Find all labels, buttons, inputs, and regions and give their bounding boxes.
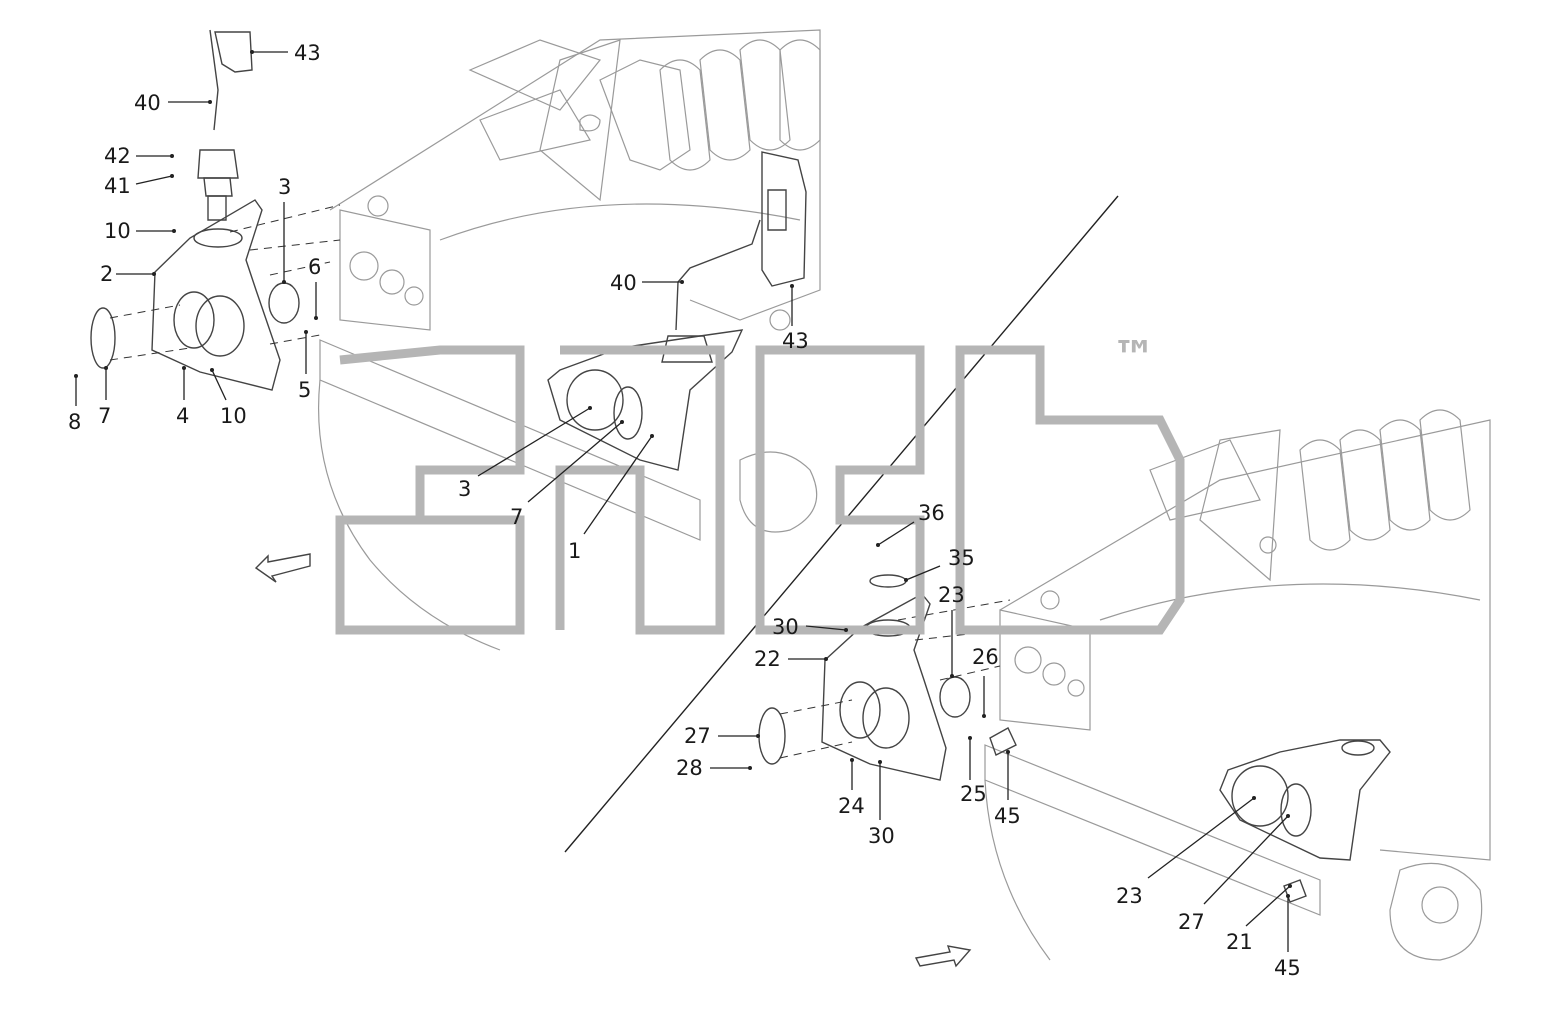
leader-head-c3b <box>588 406 592 410</box>
callout-label-c10a: 10 <box>104 219 131 243</box>
callout-label-c35: 35 <box>948 546 975 570</box>
leader-head-c27a <box>756 734 760 738</box>
middle-installed-assembly <box>547 151 807 471</box>
callout-label-c3a: 3 <box>278 175 291 199</box>
callout-label-c45b: 45 <box>1274 956 1301 980</box>
leader-head-c7b <box>620 420 624 424</box>
callout-label-c7a: 7 <box>98 404 111 428</box>
leader-head-c45a <box>1006 750 1010 754</box>
leader-line-c23b <box>1147 797 1255 879</box>
callout-label-c2: 2 <box>100 262 113 286</box>
callout-label-c23a: 23 <box>938 583 965 607</box>
leader-head-c27b <box>1286 814 1290 818</box>
leader-head-c8 <box>74 374 78 378</box>
callout-label-c43a: 43 <box>294 41 321 65</box>
leader-line-c35 <box>905 565 941 581</box>
right-installed-assembly <box>1219 739 1391 903</box>
callout-label-c30a: 30 <box>772 615 799 639</box>
leader-head-c25 <box>968 736 972 740</box>
leader-head-c10b <box>210 368 214 372</box>
callout-label-c41: 41 <box>104 174 131 198</box>
callout-label-c4: 4 <box>176 404 189 428</box>
callout-label-c26: 26 <box>972 645 999 669</box>
direction-arrow-left <box>254 553 311 583</box>
callout-label-c23b: 23 <box>1116 884 1143 908</box>
leader-line-c10b <box>211 369 227 401</box>
leader-head-c7a <box>104 366 108 370</box>
callout-label-c40a: 40 <box>134 91 161 115</box>
leader-line-c3b <box>477 407 591 477</box>
callout-label-c43b: 43 <box>782 329 809 353</box>
callout-label-c1: 1 <box>568 539 581 563</box>
direction-arrow-right <box>914 945 972 968</box>
leader-line-c30a <box>805 625 847 631</box>
leader-head-c41 <box>170 174 174 178</box>
leader-head-c30b <box>878 760 882 764</box>
callout-label-c27b: 27 <box>1178 910 1205 934</box>
callout-label-c45a: 45 <box>994 804 1021 828</box>
callout-label-c40b: 40 <box>610 271 637 295</box>
leader-head-c4 <box>182 366 186 370</box>
leader-head-c23a <box>950 674 954 678</box>
leader-head-c26 <box>982 714 986 718</box>
callout-label-c10b: 10 <box>220 404 247 428</box>
leader-head-c30a <box>844 628 848 632</box>
callout-label-c30b: 30 <box>868 824 895 848</box>
leader-line-c27b <box>1203 815 1289 905</box>
callout-label-c24: 24 <box>838 794 865 818</box>
callout-label-c28: 28 <box>676 756 703 780</box>
leader-head-c10a <box>172 229 176 233</box>
callout-label-c22: 22 <box>754 647 781 671</box>
leader-line-c1 <box>583 435 653 535</box>
leader-head-c22 <box>824 657 828 661</box>
leader-head-c5 <box>304 330 308 334</box>
callout-label-c8: 8 <box>68 410 81 434</box>
leader-line-c36 <box>877 521 915 546</box>
leader-head-c6 <box>314 316 318 320</box>
leader-head-c43b <box>790 284 794 288</box>
leader-line-c41 <box>135 175 173 185</box>
leader-head-c35 <box>904 578 908 582</box>
left-exploded-assembly <box>90 29 341 391</box>
leader-head-c36 <box>876 543 880 547</box>
leader-head-c28 <box>748 766 752 770</box>
callout-label-c27a: 27 <box>684 724 711 748</box>
leader-head-c43a <box>250 50 254 54</box>
leader-line-c21 <box>1245 885 1291 927</box>
leader-head-c21 <box>1288 884 1292 888</box>
leader-head-c2 <box>152 272 156 276</box>
callout-label-c25: 25 <box>960 782 987 806</box>
leader-head-c23b <box>1252 796 1256 800</box>
machine-body-upper <box>317 29 821 651</box>
leader-head-c3a <box>282 280 286 284</box>
callout-label-c42: 42 <box>104 144 131 168</box>
leader-head-c42 <box>170 154 174 158</box>
callout-label-c6: 6 <box>308 255 321 279</box>
leader-line-c7b <box>527 421 623 503</box>
watermark-trademark: ™ <box>1112 332 1156 383</box>
leader-head-c1 <box>650 434 654 438</box>
callout-label-c21: 21 <box>1226 930 1253 954</box>
leader-head-c24 <box>850 758 854 762</box>
machine-body-lower <box>984 409 1491 961</box>
callout-label-c3b: 3 <box>458 477 471 501</box>
callout-label-c7b: 7 <box>510 505 523 529</box>
lower-exploded-assembly <box>758 574 1017 781</box>
leader-head-c40a <box>208 100 212 104</box>
leader-head-c45b <box>1286 894 1290 898</box>
leader-head-c40b <box>680 280 684 284</box>
callout-label-c5: 5 <box>298 378 311 402</box>
callout-label-c36: 36 <box>918 501 945 525</box>
watermark-logo <box>335 345 1185 635</box>
